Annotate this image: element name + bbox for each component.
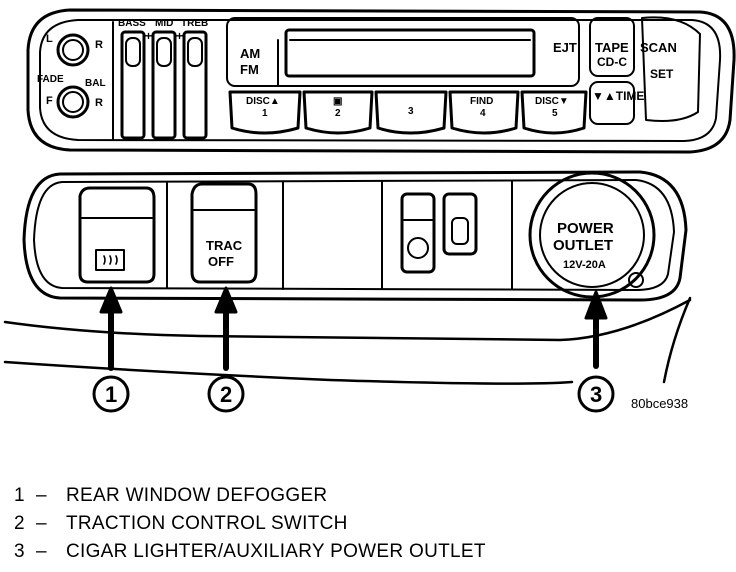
power-outlet-cap: [528, 171, 656, 299]
slider-plus-a: +: [145, 29, 152, 43]
preset-4-top-label: FIND: [470, 96, 493, 107]
slider-label-bass: BASS: [118, 18, 146, 29]
off-label: OFF: [208, 254, 234, 269]
callout-2-circle: [207, 375, 245, 413]
outlet-rating-label: 12V-20A: [563, 259, 606, 271]
defogger-icon: [95, 249, 125, 271]
callout-1-arrowhead: [99, 286, 123, 314]
fm-button-label: FM: [240, 62, 259, 77]
knob-label-f: F: [46, 95, 53, 107]
preset-button-4: FIND 4: [448, 90, 520, 135]
mid-slider: [151, 30, 177, 140]
knob-label-r-bottom: R: [95, 97, 103, 109]
legend-text: TRACTION CONTROL SWITCH: [66, 513, 348, 534]
legend-dash: –: [36, 513, 47, 534]
power-outlet-rim: [539, 182, 645, 288]
legend-text: CIGAR LIGHTER/AUXILIARY POWER OUTLET: [66, 541, 486, 562]
callout-2-arrowhead: [214, 286, 238, 314]
preset-3-number: 3: [408, 106, 414, 117]
callout-3-number: 3: [590, 382, 602, 407]
console-edge: [662, 296, 692, 384]
slider-label-treb: TREB: [181, 18, 208, 29]
callout-1: 1: [92, 286, 130, 413]
switch-panel: TRAC OFF POWER OUTLET 12V-20A: [22, 170, 688, 302]
outlet-label: OUTLET: [553, 237, 613, 254]
knob-label-r-top: R: [95, 39, 103, 51]
power-label: POWER: [557, 220, 614, 237]
figure-code: 80bce938: [631, 396, 688, 411]
preset-button-1: DISC▲ 1: [228, 90, 302, 135]
legend-item: 1 – REAR WINDOW DEFOGGER: [14, 482, 486, 510]
callout-1-number: 1: [105, 382, 117, 407]
callout-2: 2: [207, 286, 245, 413]
legend-dash: –: [36, 541, 47, 562]
scan-button-label: SCAN: [640, 40, 677, 55]
scan-set-rocker: [641, 16, 701, 122]
preset-5-top-label: DISC▼: [535, 96, 569, 107]
preset-2-top-label: ▣: [333, 96, 342, 107]
blank-switch-a: [400, 192, 436, 274]
time-button-label: ▼▲TIME: [592, 89, 644, 103]
power-outlet-hinge: [628, 272, 644, 288]
slider-label-mid: MID: [155, 18, 173, 29]
callout-3-arrowhead: [584, 290, 608, 320]
legend-number: 2: [14, 513, 25, 534]
preset-4-number: 4: [480, 108, 486, 119]
legend-text: REAR WINDOW DEFOGGER: [66, 485, 328, 506]
dash-contour-upper: [3, 298, 692, 342]
rear-defogger-switch: [78, 186, 156, 284]
bass-slider: [120, 30, 146, 140]
callout-2-number: 2: [220, 382, 232, 407]
legend-item: 3 – CIGAR LIGHTER/AUXILIARY POWER OUTLET: [14, 538, 486, 566]
callout-3: 3: [577, 290, 615, 413]
radio-unit: L R FADE BAL F R BASS MID TREB + + AM FM: [26, 8, 736, 154]
knob-label-l: L: [46, 33, 53, 45]
preset-button-5: DISC▼ 5: [520, 90, 588, 135]
treb-slider: [182, 30, 208, 140]
callout-1-circle: [92, 375, 130, 413]
set-button-label: SET: [650, 67, 674, 81]
knob-label-fade: FADE: [37, 74, 64, 85]
preset-button-3: 3: [374, 90, 448, 135]
callout-3-circle: [577, 375, 615, 413]
balance-knob: [56, 85, 90, 119]
preset-5-number: 5: [552, 108, 558, 119]
preset-1-top-label: DISC▲: [246, 96, 280, 107]
dash-contour-lower: [3, 360, 574, 385]
ejt-button-label: EJT: [553, 40, 577, 55]
preset-button-2: ▣ 2: [302, 90, 374, 135]
preset-2-number: 2: [335, 108, 341, 119]
switch-panel-outline: [22, 170, 688, 302]
legend-number: 3: [14, 541, 25, 562]
cdc-button-label: CD-C: [597, 55, 627, 69]
legend-dash: –: [36, 485, 47, 506]
fade-knob: [56, 33, 90, 67]
time-button: [589, 81, 635, 125]
tape-cdc-button: [589, 17, 635, 77]
switch-panel-inner: [33, 179, 675, 291]
trac-label: TRAC: [206, 238, 243, 253]
legend: 1 – REAR WINDOW DEFOGGER 2 – TRACTION CO…: [14, 482, 486, 566]
traction-control-switch: TRAC OFF: [190, 182, 258, 284]
radio-bezel-outline: [26, 8, 736, 154]
tape-button-label: TAPE: [595, 40, 629, 55]
legend-number: 1: [14, 485, 25, 506]
preset-1-number: 1: [262, 108, 268, 119]
display-frame: [226, 17, 580, 87]
defogger-heat-lines: [103, 255, 118, 265]
power-outlet: POWER OUTLET 12V-20A: [528, 171, 656, 299]
legend-item: 2 – TRACTION CONTROL SWITCH: [14, 510, 486, 538]
blank-switch-b: [442, 192, 478, 256]
slider-plus-b: +: [176, 29, 183, 43]
cassette-slot: [284, 28, 536, 78]
am-button-label: AM: [240, 46, 260, 61]
knob-label-bal: BAL: [85, 78, 106, 89]
radio-bezel-inner: [39, 19, 722, 142]
